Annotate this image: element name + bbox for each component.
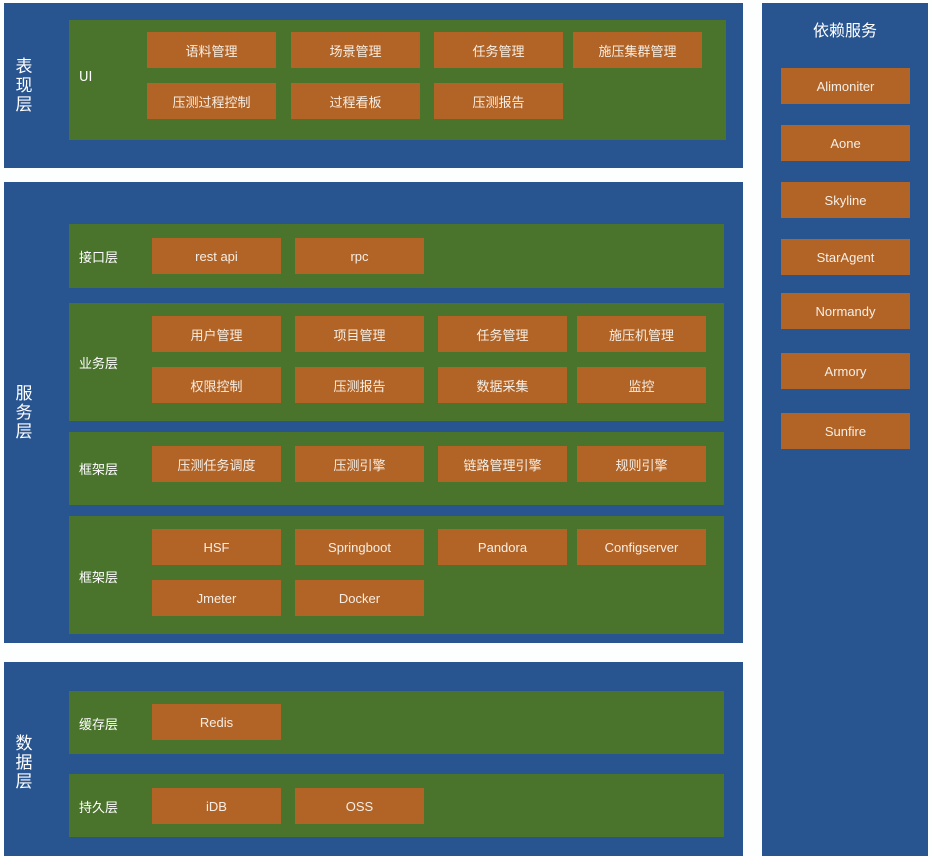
persistence-label: 持久层 [79,801,119,816]
pandora-box[interactable]: Pandora [438,529,567,565]
load-machine-management-box[interactable]: 施压机管理 [577,316,706,352]
dep-normandy-box[interactable]: Normandy [781,293,910,329]
task-management-box[interactable]: 任务管理 [438,316,567,352]
interface-label: 接口层 [79,251,119,266]
title-char: 层 [15,422,33,442]
monitoring-box[interactable]: 监控 [577,367,706,403]
framework-sublayer-2: 框架层 HSF Springboot Pandora Configserver … [69,516,724,634]
interface-sublayer: 接口层 rest api rpc [69,224,724,288]
business-label: 业务层 [79,357,119,372]
presentation-layer-title: 表 现 层 [14,58,34,115]
framework-sublayer-1: 框架层 压测任务调度 压测引擎 链路管理引擎 规则引擎 [69,432,724,505]
title-char: 据 [15,753,33,773]
process-dashboard-box[interactable]: 过程看板 [291,83,420,119]
framework-label-2: 框架层 [79,571,119,586]
persistence-sublayer: 持久层 iDB OSS [69,774,724,837]
load-cluster-management-box[interactable]: 施压集群管理 [573,32,702,68]
redis-box[interactable]: Redis [152,704,281,740]
docker-box[interactable]: Docker [295,580,424,616]
business-sublayer: 业务层 用户管理 项目管理 任务管理 施压机管理 权限控制 压测报告 数据采集 … [69,303,724,421]
cache-sublayer: 缓存层 Redis [69,691,724,754]
corpus-management-box[interactable]: 语料管理 [147,32,276,68]
title-char: 数 [15,734,33,754]
rest-api-box[interactable]: rest api [152,238,281,274]
load-report-box[interactable]: 压测报告 [434,83,563,119]
title-char: 务 [15,403,33,423]
title-char: 层 [15,772,33,792]
title-char: 表 [15,57,33,77]
data-layer-title: 数 据 层 [14,735,34,792]
dep-staragent-box[interactable]: StarAgent [781,239,910,275]
service-layer: 服 务 层 接口层 rest api rpc 业务层 用户管理 项目管理 任务管… [4,182,743,643]
jmeter-box[interactable]: Jmeter [152,580,281,616]
dep-skyline-box[interactable]: Skyline [781,182,910,218]
title-char: 服 [15,384,33,404]
dependencies-panel: 依赖服务 Alimoniter Aone Skyline StarAgent N… [762,3,928,856]
project-management-box[interactable]: 项目管理 [295,316,424,352]
service-layer-title: 服 务 层 [14,385,34,442]
cache-label: 缓存层 [79,718,119,733]
framework-label-1: 框架层 [79,463,119,478]
rpc-box[interactable]: rpc [295,238,424,274]
dep-armory-box[interactable]: Armory [781,353,910,389]
oss-box[interactable]: OSS [295,788,424,824]
title-char: 现 [15,76,33,96]
task-management-box[interactable]: 任务管理 [434,32,563,68]
link-management-engine-box[interactable]: 链路管理引擎 [438,446,567,482]
data-layer: 数 据 层 缓存层 Redis 持久层 iDB OSS [4,662,743,856]
load-report-box[interactable]: 压测报告 [295,367,424,403]
configserver-box[interactable]: Configserver [577,529,706,565]
scenario-management-box[interactable]: 场景管理 [291,32,420,68]
dep-alimoniter-box[interactable]: Alimoniter [781,68,910,104]
ui-label: UI [79,70,93,85]
idb-box[interactable]: iDB [152,788,281,824]
permission-control-box[interactable]: 权限控制 [152,367,281,403]
dep-sunfire-box[interactable]: Sunfire [781,413,910,449]
user-management-box[interactable]: 用户管理 [152,316,281,352]
hsf-box[interactable]: HSF [152,529,281,565]
ui-sublayer: UI 语料管理 场景管理 任务管理 施压集群管理 压测过程控制 过程看板 压测报… [69,20,726,140]
presentation-layer: 表 现 层 UI 语料管理 场景管理 任务管理 施压集群管理 压测过程控制 过程… [4,3,743,168]
springboot-box[interactable]: Springboot [295,529,424,565]
title-char: 层 [15,95,33,115]
load-engine-box[interactable]: 压测引擎 [295,446,424,482]
dependencies-title: 依赖服务 [812,21,877,40]
load-task-scheduling-box[interactable]: 压测任务调度 [152,446,281,482]
rule-engine-box[interactable]: 规则引擎 [577,446,706,482]
data-collection-box[interactable]: 数据采集 [438,367,567,403]
load-process-control-box[interactable]: 压测过程控制 [147,83,276,119]
dep-aone-box[interactable]: Aone [781,125,910,161]
